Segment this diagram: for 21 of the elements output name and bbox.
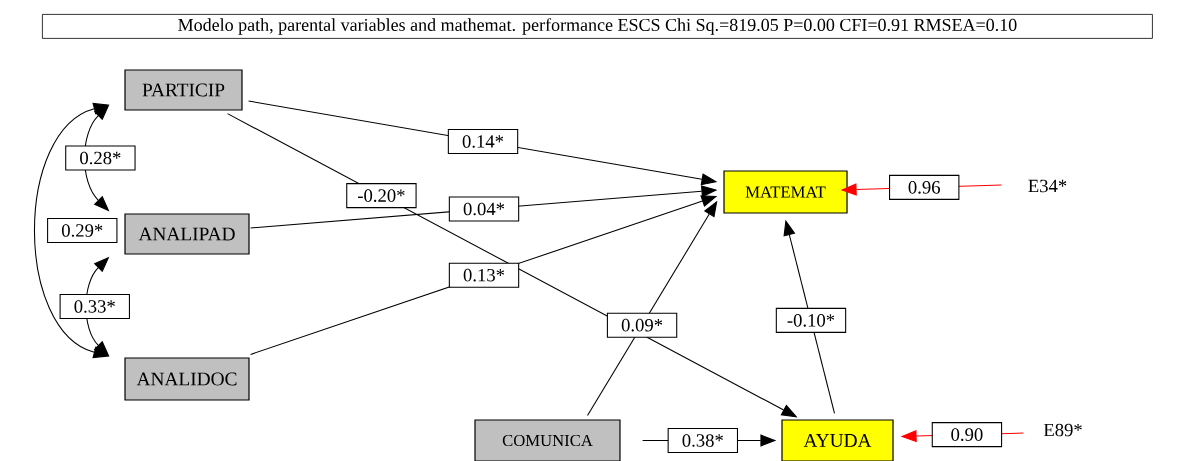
variable-box: COMUNICA <box>474 419 621 461</box>
error-term: E89* <box>1043 423 1082 437</box>
variable-box: AYUDA <box>781 419 894 461</box>
edge-label: 0.90 <box>931 422 1003 448</box>
edge-label: 0.09* <box>606 312 678 338</box>
edge-label: -0.20* <box>346 183 417 209</box>
edge-label: 0.04* <box>448 196 520 222</box>
variable-box: ANALIPAD <box>124 213 250 255</box>
title-box: Modelo path, parental variables and mathemat. performance ESCS Chi Sq.=819.05 P=0.00 CFI=0.91 RMSEA=0.10 <box>42 14 1153 39</box>
variable-box: PARTICIP <box>124 69 243 111</box>
edge-label: 0.14* <box>447 128 519 155</box>
edge-label: 0.28* <box>65 145 136 171</box>
edge-label: 0.38* <box>667 427 738 454</box>
edge-label: 0.96 <box>889 174 960 200</box>
edge-label: 0.13* <box>448 262 520 288</box>
error-term: E34* <box>1028 179 1067 193</box>
variable-box: ANALIDOC <box>124 357 250 401</box>
edge-label: 0.33* <box>59 293 130 320</box>
edge-label: 0.29* <box>47 217 118 244</box>
edge-label: -0.10* <box>775 307 847 333</box>
variable-box: MATEMAT <box>723 170 848 214</box>
